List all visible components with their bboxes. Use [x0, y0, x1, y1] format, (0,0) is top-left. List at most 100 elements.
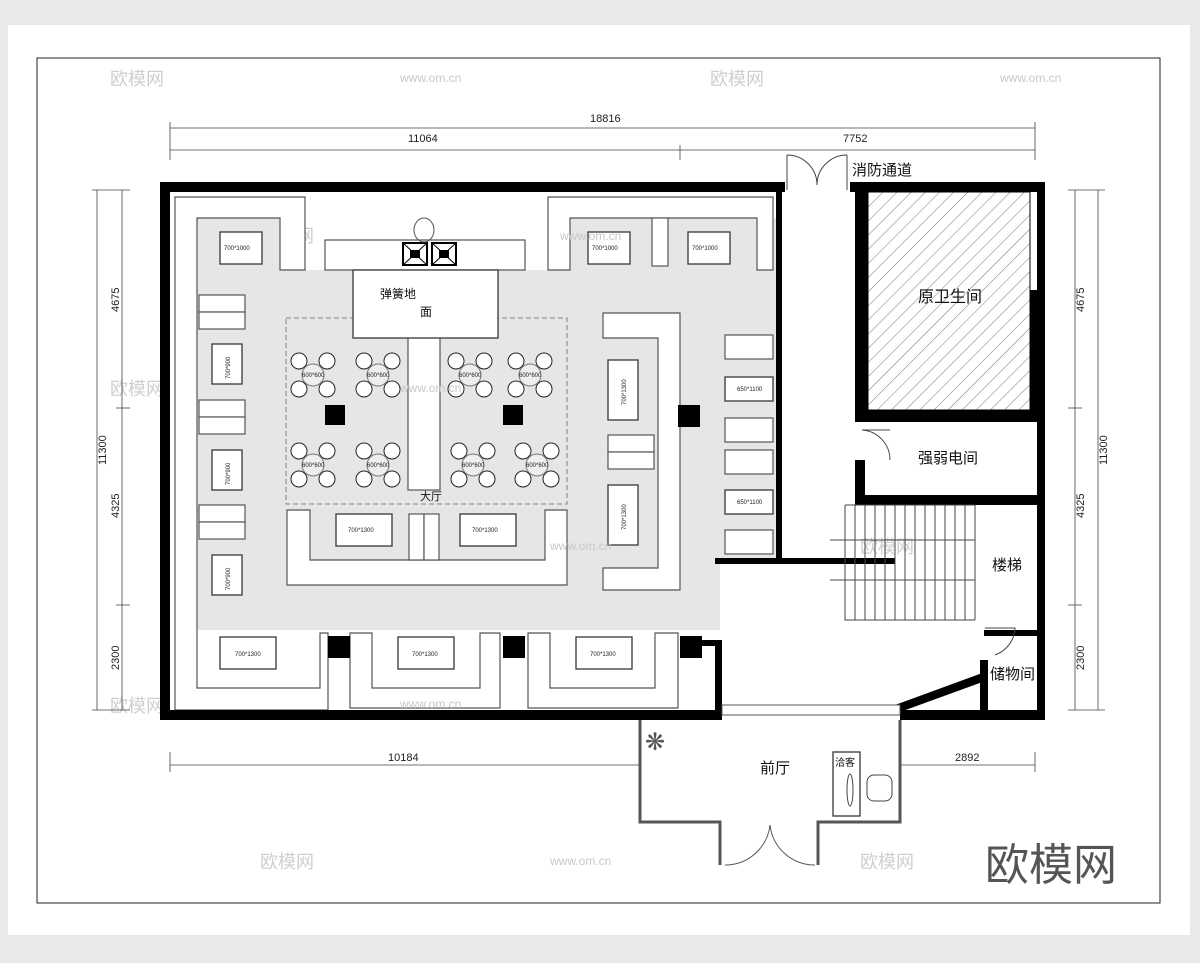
watermark-url: www.om.cn: [399, 71, 461, 85]
table-label: 600*600: [459, 373, 482, 379]
staircase[interactable]: [830, 504, 976, 621]
dim-seg-top: 4675: [110, 288, 122, 312]
table-cluster: 600*600: [447, 352, 493, 398]
plant-icon: ❋: [645, 728, 665, 756]
spring-floor-label-2: 面: [420, 305, 432, 319]
table-label: 700*1000: [692, 246, 718, 252]
chair: [318, 442, 336, 460]
dim-total-width: 18816: [590, 113, 621, 125]
table-label: 700*1300: [412, 652, 438, 658]
doors[interactable]: [786, 154, 1016, 656]
table-label: 700*1300: [472, 528, 498, 534]
chair: [507, 352, 525, 370]
table-label: 600*600: [462, 463, 485, 469]
chair: [478, 470, 496, 488]
tables: 700*1000 700*1000 700*1000 700*900 700*9…: [211, 231, 774, 670]
table-label: 700*900: [226, 356, 232, 379]
watermark-logo: 欧模网: [110, 379, 164, 400]
drawing-border: [36, 57, 1161, 904]
chair: [514, 470, 532, 488]
table-label: 700*1000: [224, 246, 250, 252]
chair: [383, 380, 401, 398]
table-label: 700*1300: [590, 652, 616, 658]
watermark-url: www.om.cn: [549, 854, 611, 868]
brand-logo: 欧模网: [985, 840, 1117, 891]
round-table: [366, 453, 390, 477]
chair: [447, 380, 465, 398]
table-cluster: 600*600: [290, 442, 336, 488]
watermark-logo: 欧模网: [110, 69, 164, 90]
round-table: [301, 363, 325, 387]
chair: [355, 380, 373, 398]
old-toilet-area: [867, 191, 1031, 411]
dim-seg-bottom-right: 2300: [1075, 646, 1087, 670]
watermark-url: www.om.cn: [399, 697, 461, 711]
watermark-logo: 欧模网: [860, 852, 914, 873]
entrance-door[interactable]: [724, 824, 816, 866]
table-label: 600*600: [526, 463, 549, 469]
front-opening: [721, 704, 901, 716]
dim-right-width: 7752: [843, 133, 867, 145]
dim-seg-bottom: 2300: [110, 646, 122, 670]
watermark-logo: 欧模网: [260, 852, 314, 873]
chair: [475, 380, 493, 398]
dim-total-height-right: 11300: [1098, 435, 1110, 465]
electrical-room-label: 强弱电间: [918, 449, 978, 467]
watermark-logo: 欧模网: [860, 537, 914, 558]
round-table: [301, 453, 325, 477]
table-label: 650*1100: [737, 500, 763, 506]
dim-seg-mid-right: 4325: [1075, 494, 1087, 518]
round-table: [461, 453, 485, 477]
chair: [383, 442, 401, 460]
table-label: 700*1000: [592, 246, 618, 252]
dim-bottom-left: 10184: [388, 752, 419, 764]
chair: [383, 352, 401, 370]
chair: [450, 470, 468, 488]
table-cluster: 600*600: [290, 352, 336, 398]
chair: [290, 470, 308, 488]
table-label: 600*600: [302, 463, 325, 469]
chair: [355, 470, 373, 488]
table-label: 600*600: [367, 463, 390, 469]
table-label: 650*1100: [737, 387, 763, 393]
round-table: [518, 363, 542, 387]
table-label: 600*600: [367, 373, 390, 379]
table-label: 700*1300: [235, 652, 261, 658]
dim-seg-top-right: 4675: [1075, 288, 1087, 312]
dimensions: 18816 11064 7752 11300 4675 4325 2300 11…: [92, 113, 1110, 772]
table-cluster: 600*600: [355, 352, 401, 398]
dim-bottom-right: 2892: [955, 752, 979, 764]
table-label: 700*1300: [622, 379, 628, 405]
chair: [383, 470, 401, 488]
fire-exit-label: 消防通道: [852, 161, 912, 179]
chair: [318, 470, 336, 488]
chair: [507, 380, 525, 398]
chair: [447, 352, 465, 370]
table-label: 700*1300: [348, 528, 374, 534]
round-table: [366, 363, 390, 387]
chair: [478, 442, 496, 460]
table-cluster: 600*600: [507, 352, 553, 398]
chair: [290, 442, 308, 460]
chair: [355, 442, 373, 460]
chair: [535, 352, 553, 370]
hall-label: 大厅: [420, 489, 442, 503]
table-cluster: 600*600: [355, 442, 401, 488]
watermark-url: www.om.cn: [399, 381, 461, 395]
table-label: 700*1300: [622, 504, 628, 530]
watermark-logo: 欧模网: [710, 69, 764, 90]
storage-label: 储物间: [990, 665, 1035, 683]
reception-label: 洽客: [835, 756, 855, 769]
table-label: 700*900: [226, 567, 232, 590]
chair: [542, 442, 560, 460]
chair: [290, 352, 308, 370]
chair: [355, 352, 373, 370]
booth-seating: 弹簧地 面: [174, 196, 774, 711]
watermark-overlay: www.om.cn www.om.cn www.om.cn www.om.cn: [399, 229, 621, 711]
chair: [318, 380, 336, 398]
chair: [514, 442, 532, 460]
table-label: 600*600: [302, 373, 325, 379]
chair: [475, 352, 493, 370]
watermark-logo: 欧模网: [110, 696, 164, 717]
